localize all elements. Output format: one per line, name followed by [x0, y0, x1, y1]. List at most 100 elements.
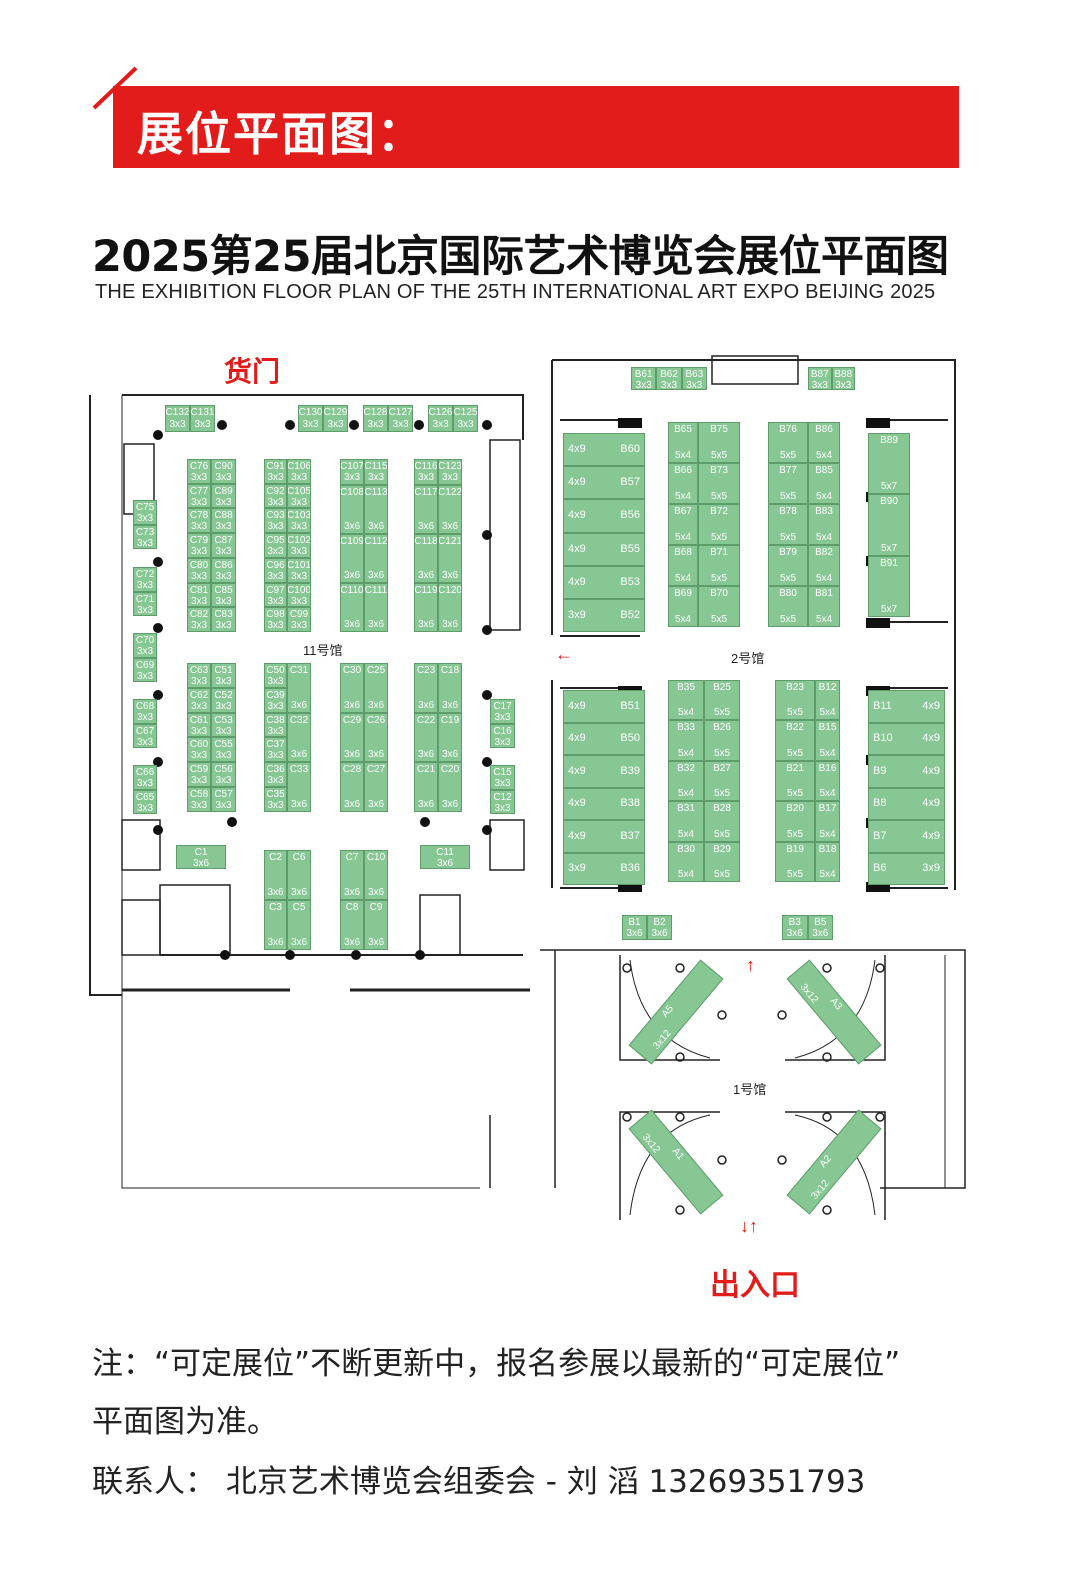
booth-b76[interactable]: B765x5	[768, 422, 808, 463]
booth-b38[interactable]: 4x9B38	[563, 787, 645, 820]
booth-c63[interactable]: C633x3	[187, 663, 211, 688]
booth-c23[interactable]: C233x6	[414, 663, 438, 713]
booth-b22[interactable]: B225x5	[775, 720, 815, 761]
booth-b71[interactable]: B715x5	[698, 545, 740, 586]
booth-b61[interactable]: B613x3	[631, 367, 657, 390]
booth-c7[interactable]: C73x6	[340, 850, 364, 900]
booth-c130[interactable]: C1303x3	[298, 405, 323, 432]
booth-c109[interactable]: C1093x6	[340, 534, 364, 584]
booth-b80[interactable]: B805x5	[768, 586, 808, 627]
booth-b57[interactable]: 4x9B57	[563, 466, 645, 500]
booth-c6[interactable]: C63x6	[287, 850, 311, 900]
booth-b51[interactable]: 4x9B51	[563, 690, 645, 723]
booth-c82[interactable]: C823x3	[187, 607, 211, 633]
booth-b91[interactable]: B915x7	[868, 555, 910, 617]
booth-c79[interactable]: C793x3	[187, 533, 211, 558]
booth-b53[interactable]: 4x9B53	[563, 565, 645, 599]
booth-c10[interactable]: C103x6	[364, 850, 388, 900]
booth-c111[interactable]: C1113x6	[364, 583, 388, 632]
booth-c15[interactable]: C153x3	[490, 765, 515, 790]
booth-c123[interactable]: C1233x3	[438, 459, 462, 486]
booth-c35[interactable]: C353x3	[264, 787, 287, 812]
booth-b50[interactable]: 4x9B50	[563, 722, 645, 755]
booth-b69[interactable]: B695x4	[668, 586, 698, 627]
booth-c5[interactable]: C53x6	[287, 900, 311, 950]
booth-c120[interactable]: C1203x6	[438, 583, 462, 632]
booth-b29[interactable]: B295x5	[704, 841, 740, 883]
booth-b9[interactable]: B94x9	[868, 755, 945, 788]
booth-c96[interactable]: C963x3	[264, 557, 287, 583]
booth-b62[interactable]: B623x3	[656, 367, 682, 390]
booth-c97[interactable]: C973x3	[264, 582, 287, 608]
booth-c115[interactable]: C1153x3	[364, 459, 388, 486]
booth-c69[interactable]: C693x3	[133, 657, 157, 682]
booth-b68[interactable]: B685x4	[668, 545, 698, 586]
booth-b32[interactable]: B325x4	[668, 760, 704, 802]
booth-c67[interactable]: C673x3	[133, 723, 157, 748]
booth-c52[interactable]: C523x3	[211, 687, 236, 713]
booth-b26[interactable]: B265x5	[704, 720, 740, 761]
booth-c29[interactable]: C293x6	[340, 712, 364, 763]
booth-c26[interactable]: C263x6	[364, 712, 388, 763]
booth-b12[interactable]: B125x4	[815, 680, 840, 721]
booth-c51[interactable]: C513x3	[211, 663, 236, 688]
booth-c56[interactable]: C563x3	[211, 762, 236, 788]
booth-b56[interactable]: 4x9B56	[563, 499, 645, 533]
booth-c98[interactable]: C983x3	[264, 607, 287, 633]
booth-c59[interactable]: C593x3	[187, 762, 211, 788]
booth-c61[interactable]: C613x3	[187, 712, 211, 738]
booth-c38[interactable]: C383x3	[264, 712, 287, 738]
booth-b86[interactable]: B865x4	[808, 422, 840, 463]
booth-b89[interactable]: B895x7	[868, 433, 910, 495]
booth-c81[interactable]: C813x3	[187, 582, 211, 608]
booth-c39[interactable]: C393x3	[264, 687, 287, 713]
booth-c17[interactable]: C173x3	[490, 699, 515, 724]
booth-c126[interactable]: C1263x3	[428, 405, 453, 432]
booth-c72[interactable]: C723x3	[133, 567, 157, 592]
booth-c108[interactable]: C1083x6	[340, 485, 364, 535]
booth-b28[interactable]: B285x5	[704, 801, 740, 842]
booth-c89[interactable]: C893x3	[211, 483, 236, 509]
booth-b63[interactable]: B633x3	[681, 367, 707, 390]
booth-b16[interactable]: B165x4	[815, 760, 840, 802]
booth-c85[interactable]: C853x3	[211, 582, 236, 608]
booth-b25[interactable]: B255x5	[704, 680, 740, 721]
booth-c93[interactable]: C933x3	[264, 508, 287, 534]
booth-c37[interactable]: C373x3	[264, 737, 287, 763]
booth-b75[interactable]: B755x5	[698, 422, 740, 463]
booth-c66[interactable]: C663x3	[133, 765, 157, 790]
booth-b70[interactable]: B705x5	[698, 586, 740, 627]
booth-c28[interactable]: C283x6	[340, 762, 364, 813]
booth-c16[interactable]: C163x3	[490, 723, 515, 748]
booth-b79[interactable]: B795x5	[768, 545, 808, 586]
booth-b78[interactable]: B785x5	[768, 504, 808, 545]
booth-c95[interactable]: C953x3	[264, 533, 287, 558]
booth-c20[interactable]: C203x6	[438, 762, 462, 813]
booth-b17[interactable]: B175x4	[815, 801, 840, 842]
booth-b10[interactable]: B104x9	[868, 722, 945, 755]
booth-c50[interactable]: C503x3	[264, 663, 287, 688]
booth-c125[interactable]: C1253x3	[453, 405, 478, 432]
booth-b81[interactable]: B815x4	[808, 586, 840, 627]
booth-b66[interactable]: B665x4	[668, 463, 698, 504]
booth-c9[interactable]: C93x6	[364, 900, 388, 950]
booth-c73[interactable]: C733x3	[133, 524, 157, 549]
booth-c27[interactable]: C273x6	[364, 762, 388, 813]
booth-c76[interactable]: C763x3	[187, 459, 211, 484]
booth-b8[interactable]: B84x9	[868, 787, 945, 820]
booth-c112[interactable]: C1123x6	[364, 534, 388, 584]
booth-c91[interactable]: C913x3	[264, 459, 287, 484]
booth-b2[interactable]: B23x6	[647, 915, 672, 940]
booth-b55[interactable]: 4x9B55	[563, 532, 645, 566]
booth-b82[interactable]: B825x4	[808, 545, 840, 586]
booth-c65[interactable]: C653x3	[133, 789, 157, 814]
booth-c58[interactable]: C583x3	[187, 787, 211, 812]
booth-c88[interactable]: C883x3	[211, 508, 236, 534]
booth-b19[interactable]: B195x5	[775, 841, 815, 883]
booth-b30[interactable]: B305x4	[668, 841, 704, 883]
booth-c22[interactable]: C223x6	[414, 712, 438, 763]
booth-c75[interactable]: C753x3	[133, 500, 157, 525]
booth-c8[interactable]: C83x6	[340, 900, 364, 950]
booth-c92[interactable]: C923x3	[264, 483, 287, 509]
booth-c110[interactable]: C1103x6	[340, 583, 364, 632]
